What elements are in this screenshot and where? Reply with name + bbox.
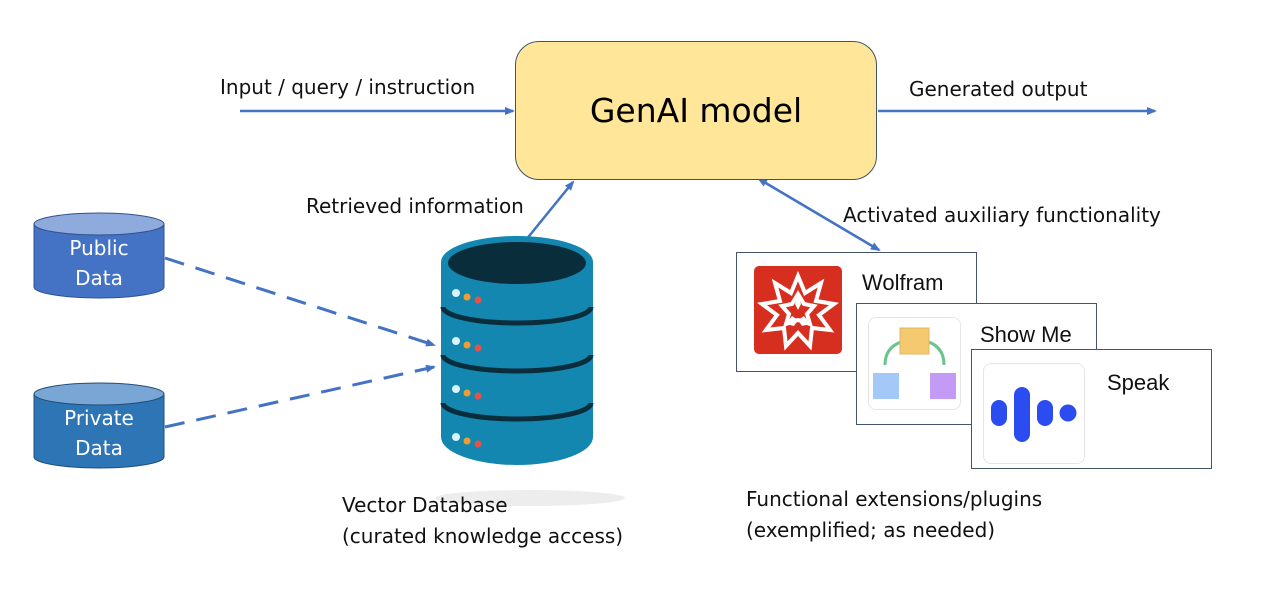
vector-database-caption: Vector Database (342, 493, 508, 517)
retrieved-information-label: Retrieved information (306, 194, 524, 218)
vector-database-subcaption: (curated knowledge access) (342, 524, 624, 548)
plugins-subcaption: (exemplified; as needed) (746, 518, 996, 542)
private-data-line2: Data (75, 436, 123, 460)
genai-model-box: GenAI model (515, 41, 877, 180)
plugin-name-show-me: Show Me (980, 322, 1072, 347)
diagram-nodes-icon (868, 317, 961, 410)
audio-waveform-icon (983, 363, 1085, 464)
plugin-card-speak: Speak (971, 349, 1212, 469)
status-lights (452, 289, 482, 448)
genai-model-title: GenAI model (589, 91, 803, 130)
public-data-line2: Data (75, 266, 123, 290)
public-data-dashed-arrow (164, 256, 436, 347)
auxiliary-functionality-label: Activated auxiliary functionality (843, 203, 1161, 227)
plugins-caption: Functional extensions/plugins (746, 487, 1043, 511)
wolfram-spikey-icon (754, 266, 842, 354)
private-data-cylinder (33, 382, 165, 469)
public-data-label: Public Data (34, 233, 164, 293)
private-data-line1: Private (64, 406, 134, 430)
public-data-cylinder (33, 212, 165, 299)
vector-database-icon (435, 236, 625, 506)
plugin-name-wolfram: Wolfram (862, 270, 944, 295)
aux-bidirectional-arrow (757, 177, 881, 252)
private-data-label: Private Data (34, 403, 164, 463)
output-label: Generated output (909, 77, 1088, 101)
public-data-line1: Public (69, 236, 129, 260)
retrieved-arrow (520, 180, 575, 247)
input-label: Input / query / instruction (220, 75, 476, 99)
plugin-name-speak: Speak (1107, 370, 1170, 395)
private-data-dashed-arrow (164, 364, 436, 429)
